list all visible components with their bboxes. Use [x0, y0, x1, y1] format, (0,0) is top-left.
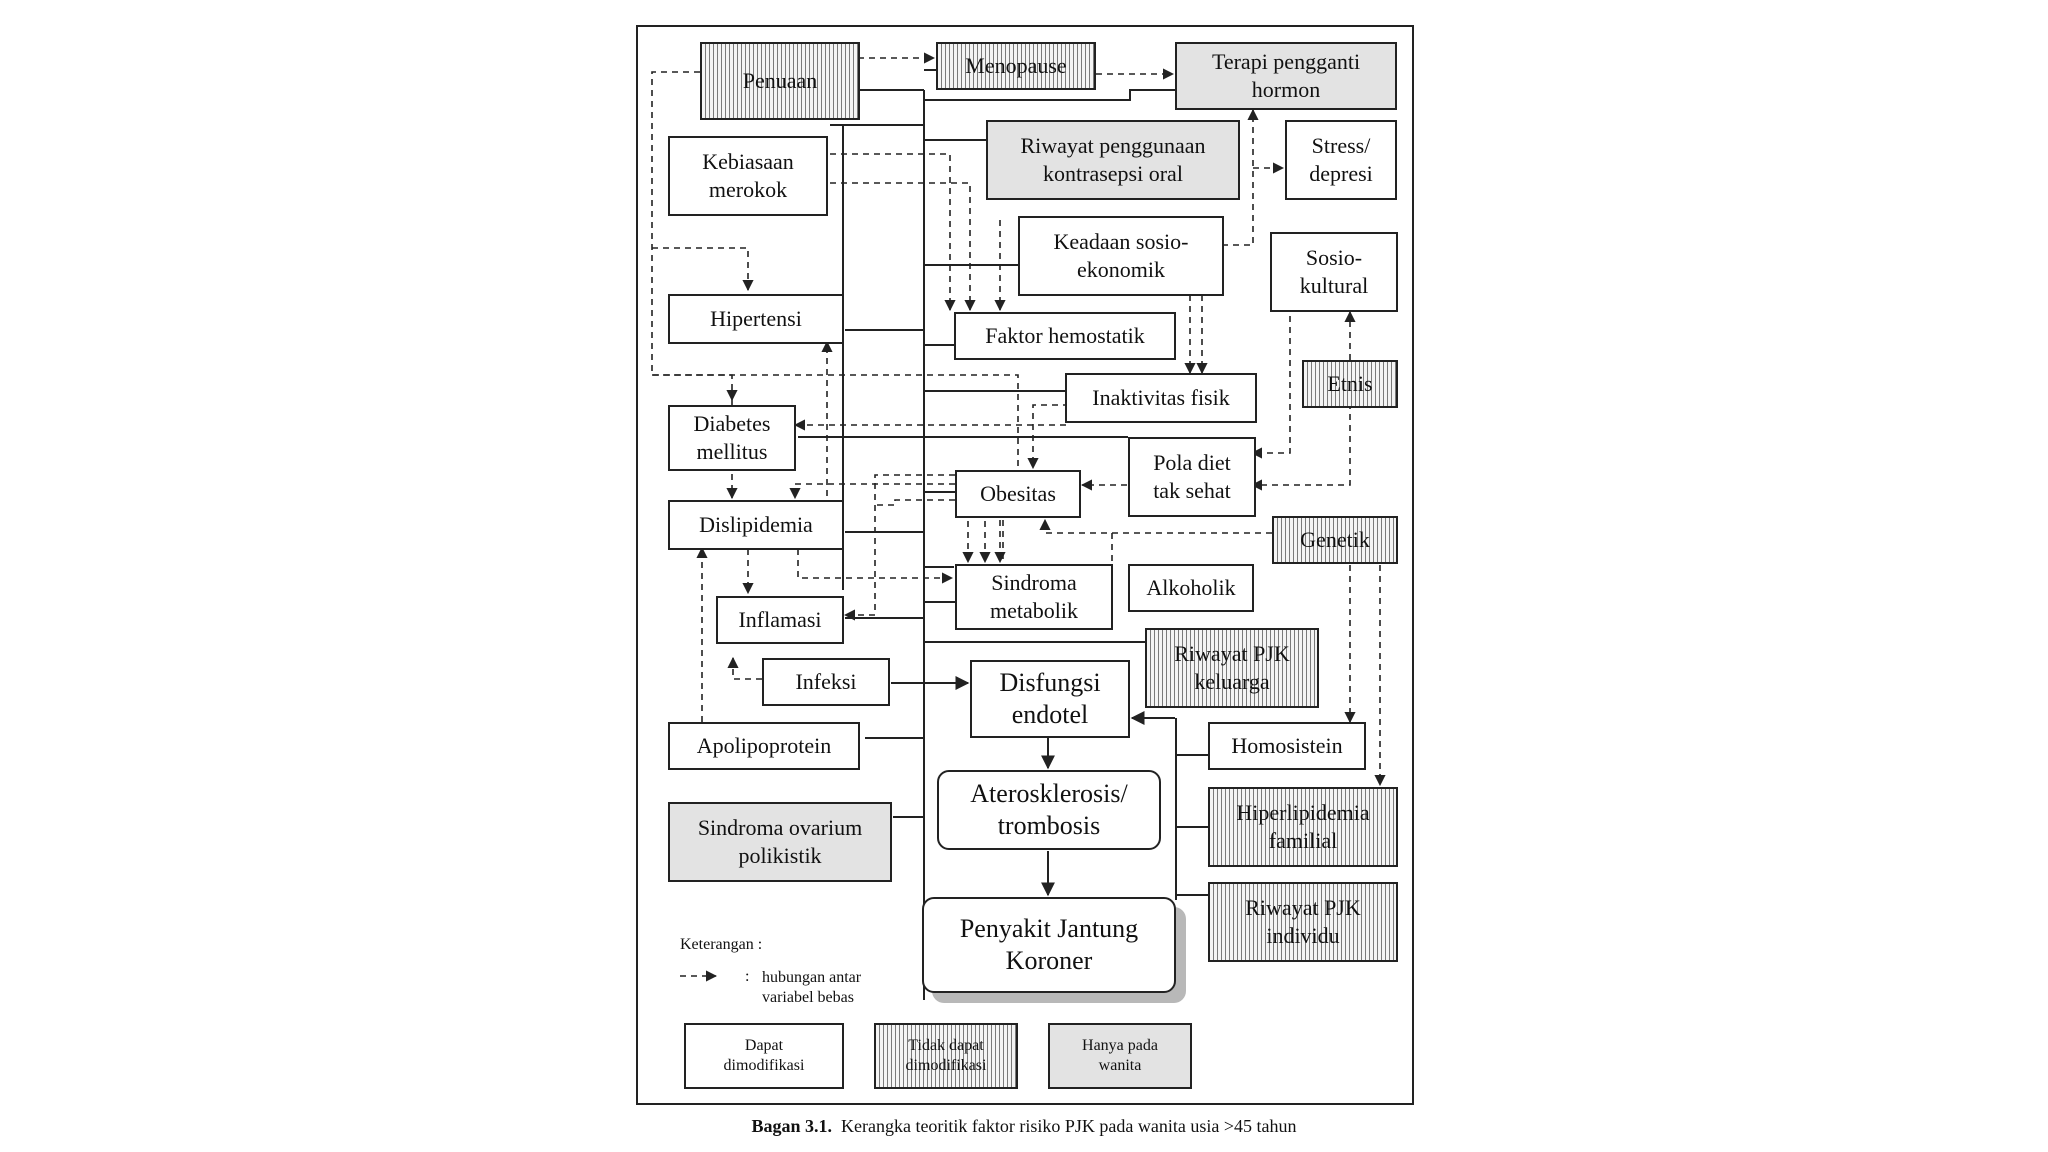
node-aterosklerosis-trombosis: Aterosklerosis/ trombosis: [937, 770, 1161, 850]
legend-arrow-description: hubungan antar variabel bebas: [762, 969, 862, 1006]
node-etnis: Etnis: [1302, 360, 1398, 408]
node-obesitas: Obesitas: [955, 470, 1081, 518]
node-faktor-hemostatik: Faktor hemostatik: [954, 312, 1176, 360]
node-penuaan: Penuaan: [700, 42, 860, 120]
node-sindroma-metabolik: Sindroma metabolik: [955, 564, 1113, 630]
node-diabetes-mellitus: Diabetes mellitus: [668, 405, 796, 471]
node-inaktivitas-fisik: Inaktivitas fisik: [1065, 373, 1257, 423]
node-stress-depresi: Stress/ depresi: [1285, 120, 1397, 200]
node-pola-diet: Pola diet tak sehat: [1128, 437, 1256, 517]
node-riwayat-pjk-individu: Riwayat PJK individu: [1208, 882, 1398, 962]
node-kebiasaan-merokok: Kebiasaan merokok: [668, 136, 828, 216]
node-homosistein: Homosistein: [1208, 722, 1366, 770]
diagram-frame: [636, 25, 1414, 1105]
node-apolipoprotein: Apolipoprotein: [668, 722, 860, 770]
node-penyakit-jantung-koroner: Penyakit Jantung Koroner: [922, 897, 1176, 993]
node-riwayat-pjk-keluarga: Riwayat PJK keluarga: [1145, 628, 1319, 708]
node-terapi-pengganti-hormon: Terapi pengganti hormon: [1175, 42, 1397, 110]
node-inflamasi: Inflamasi: [716, 596, 844, 644]
node-sindroma-ovarium-polikistik: Sindroma ovarium polikistik: [668, 802, 892, 882]
node-alkoholik: Alkoholik: [1128, 564, 1254, 612]
node-keadaan-sosioekonomik: Keadaan sosio- ekonomik: [1018, 216, 1224, 296]
legend-title: Keterangan :: [680, 936, 763, 953]
caption-label: Bagan 3.1.: [751, 1116, 832, 1136]
node-disfungsi-endotel: Disfungsi endotel: [970, 660, 1130, 738]
legend-colon: :: [745, 968, 750, 985]
node-infeksi: Infeksi: [762, 658, 890, 706]
figure-caption: Bagan 3.1. Kerangka teoritik faktor risi…: [0, 1116, 2048, 1137]
node-genetik: Genetik: [1272, 516, 1398, 564]
caption-text: Kerangka teoritik faktor risiko PJK pada…: [840, 1116, 1297, 1136]
node-hiperlipidemia-familial: Hiperlipidemia familial: [1208, 787, 1398, 867]
node-menopause: Menopause: [936, 42, 1096, 90]
node-riwayat-kontrasepsi: Riwayat penggunaan kontrasepsi oral: [986, 120, 1240, 200]
node-hipertensi: Hipertensi: [668, 294, 844, 344]
legend-modifiable: Dapat dimodifikasi: [684, 1023, 844, 1089]
node-sosiokultural: Sosio- kultural: [1270, 232, 1398, 312]
legend-women-only: Hanya pada wanita: [1048, 1023, 1192, 1089]
node-dislipidemia: Dislipidemia: [668, 500, 844, 550]
legend-nonmodifiable: Tidak dapat dimodifikasi: [874, 1023, 1018, 1089]
